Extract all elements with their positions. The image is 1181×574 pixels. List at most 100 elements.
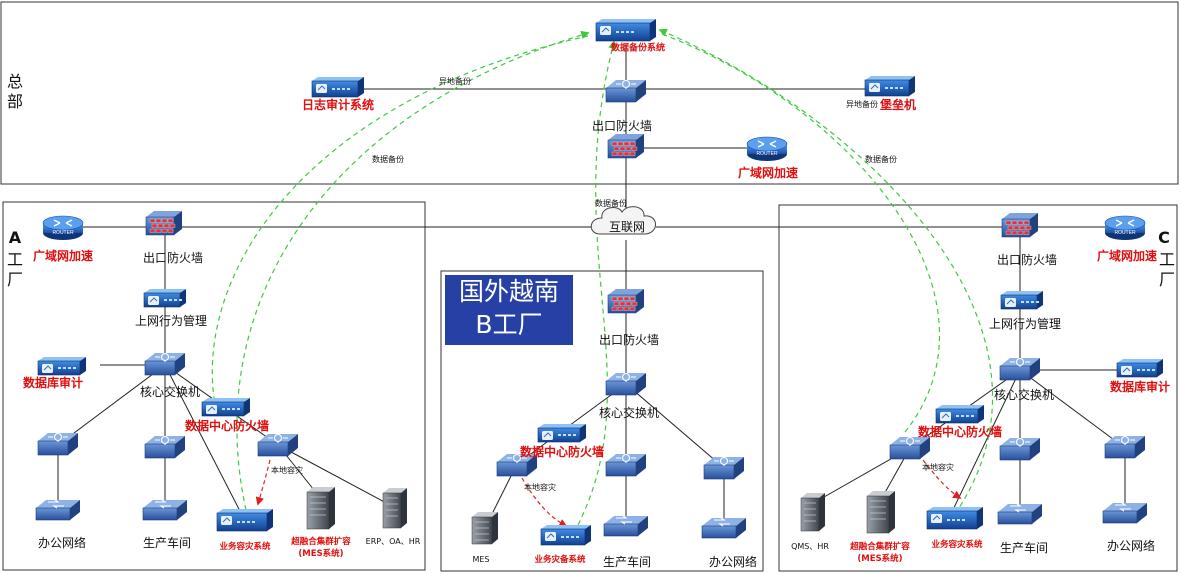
internet-label: 互联网 — [608, 220, 646, 234]
factory-a-erp-server — [382, 488, 407, 529]
factory-b-workshop-access-switch — [603, 515, 648, 537]
factory-a-dc-switch — [257, 433, 298, 457]
factory-c-behavior-mgmt-device — [1000, 291, 1043, 310]
factory-c-biz-dr-device — [926, 507, 983, 530]
factory-c-biz-dr-label: 业务容灾系统 — [931, 539, 983, 550]
factory-a-local-dr-label: 本地容灾 — [271, 466, 303, 475]
factory-b-office-switch — [703, 456, 744, 480]
factory-c-office-switch — [1104, 435, 1145, 459]
hq-exit-firewall-label: 出口防火墙 — [591, 119, 653, 133]
factory-a-exit-firewall — [145, 211, 182, 236]
factory-c-letter: C — [1158, 228, 1170, 247]
data-backup-label-2: 数据备份 — [595, 199, 627, 208]
factory-c-mes-system-label: (MES系统) — [857, 553, 903, 564]
factory-a-office-switch — [37, 432, 78, 456]
factory-a-dc-firewall-label: 数据中心防火墙 — [184, 419, 270, 433]
factory-a-workshop-switch — [144, 435, 185, 459]
factory-a-core-switch-label: 核心交换机 — [139, 385, 201, 399]
factory-c-workshop-label: 生产车间 — [999, 541, 1049, 555]
factory-c-qms-label: QMS、HR — [791, 542, 829, 551]
factory-c-region — [778, 204, 1178, 572]
factory-c-db-audit-label: 数据库审计 — [1109, 380, 1171, 394]
factory-a-biz-dr-label: 业务容灾系统 — [219, 541, 271, 552]
factory-c-router-text: ROUTER — [1114, 230, 1136, 236]
factory-b-mes-label: MES — [472, 555, 490, 564]
factory-c-wan-accel-label: 广域网加速 — [1096, 249, 1158, 263]
backup-system-label: 数据备份系统 — [610, 43, 666, 54]
factory-c-workshop-access-switch — [997, 503, 1042, 525]
factory-a-core-switch — [144, 352, 185, 376]
factory-c-router: ROUTER — [1104, 215, 1146, 240]
factory-a-biz-dr-device — [216, 509, 273, 532]
factory-b-exit-firewall — [607, 289, 644, 314]
factory-a-db-audit-device — [37, 357, 86, 376]
hq-router-text: ROUTER — [756, 151, 778, 157]
factory-c-office-label: 办公网络 — [1106, 539, 1156, 553]
factory-a-exit-firewall-label: 出口防火墙 — [142, 251, 204, 265]
factory-a-fusion-server — [306, 487, 335, 530]
factory-b-office-access-switch — [701, 517, 746, 539]
log-audit-label: 日志审计系统 — [301, 98, 375, 112]
factory-c-local-dr-label: 本地容灾 — [922, 463, 954, 472]
factory-b-local-dr-label: 本地容灾 — [524, 483, 556, 492]
factory-c-db-audit-device — [1116, 359, 1163, 378]
data-backup-label-3: 数据备份 — [865, 155, 897, 164]
factory-b-banner: 国外越南 B工厂 — [445, 275, 573, 345]
factory-c-fusion-label: 超融合集群扩容 — [850, 541, 910, 552]
offsite-backup-right-label: 异地备份 — [846, 100, 878, 109]
factory-c-label: 工厂 — [1158, 250, 1175, 289]
factory-a-behavior-mgmt-label: 上网行为管理 — [134, 314, 208, 328]
factory-c-exit-firewall-label: 出口防火墙 — [996, 253, 1058, 267]
factory-c-dc-firewall-label: 数据中心防火墙 — [917, 425, 1003, 439]
factory-a-workshop-label: 生产车间 — [142, 536, 192, 550]
local-dr-lines — [255, 459, 962, 527]
backup-system-device — [595, 19, 656, 42]
factory-b-dc-firewall-label: 数据中心防火墙 — [519, 445, 605, 459]
factory-c-qms-server — [800, 493, 825, 532]
factory-b-dc-switch — [496, 453, 537, 477]
hq-exit-router-switch — [605, 79, 646, 103]
hq-region — [0, 1, 1179, 185]
bastion-label: 堡垒机 — [879, 98, 917, 112]
factory-a-label: 工厂 — [6, 250, 23, 289]
factory-b-core-switch-label: 核心交换机 — [598, 406, 660, 420]
factory-b-workshop-label: 生产车间 — [602, 555, 652, 569]
offsite-backup-left-label: 异地备份 — [439, 77, 471, 86]
hq-exit-firewall — [607, 134, 644, 159]
factory-c-workshop-switch — [999, 437, 1040, 461]
factory-c-dc-firewall-device — [935, 405, 984, 424]
factory-c-behavior-mgmt-label: 上网行为管理 — [988, 317, 1062, 331]
factory-a-dc-firewall-device — [201, 398, 250, 417]
factory-a-region — [2, 201, 426, 571]
factory-b-office-label: 办公网络 — [708, 555, 758, 569]
hq-router: ROUTER — [746, 136, 788, 161]
factory-b-core-switch — [605, 372, 646, 396]
hq-label: 总部 — [6, 72, 23, 111]
factory-a-behavior-mgmt-device — [143, 289, 186, 308]
factory-a-router: ROUTER — [42, 215, 84, 240]
factory-a-office-access-switch — [35, 499, 80, 521]
factory-a-office-label: 办公网络 — [37, 536, 87, 550]
factory-b-banner-line2: B工厂 — [475, 310, 543, 339]
factory-c-office-access-switch — [1102, 502, 1147, 524]
data-backup-label-1: 数据备份 — [372, 155, 404, 164]
internet-cloud — [590, 206, 656, 235]
log-audit-device — [311, 77, 364, 98]
factory-c-core-switch-label: 核心交换机 — [993, 388, 1055, 402]
factory-a-letter: A — [8, 228, 22, 247]
factory-b-dc-firewall-device — [537, 424, 586, 443]
factory-b-biz-backup-device — [540, 525, 591, 546]
factory-c-dc-switch — [889, 436, 930, 460]
factory-c-core-switch — [999, 357, 1040, 381]
factory-b-mes-server — [471, 512, 498, 545]
factory-a-db-audit-label: 数据库审计 — [22, 376, 84, 390]
factory-b-workshop-switch — [605, 453, 646, 477]
factory-a-wan-accel-label: 广域网加速 — [32, 249, 94, 263]
factory-c-fusion-server — [866, 491, 895, 534]
bastion-device — [864, 76, 915, 97]
factory-a-fusion-label: 超融合集群扩容 — [291, 536, 351, 547]
factory-a-erp-label: ERP、OA、HR — [365, 537, 421, 546]
factory-b-banner-line1: 国外越南 — [458, 277, 559, 306]
